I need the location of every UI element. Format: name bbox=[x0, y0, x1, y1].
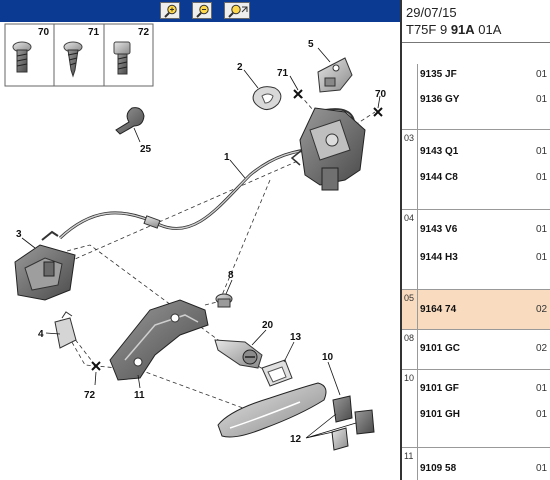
part-group[interactable]: 10 9101 GF 01 9101 GH 01 bbox=[402, 370, 550, 448]
callout-label: 3 bbox=[16, 229, 22, 240]
part-group[interactable]: 08 9101 GC 02 bbox=[402, 330, 550, 370]
zoom-toolbar bbox=[0, 0, 400, 22]
part-qty: 01 bbox=[536, 463, 548, 474]
part-qty: 01 bbox=[536, 172, 548, 183]
callout-label: 72 bbox=[138, 27, 150, 38]
panel-divider bbox=[400, 0, 402, 480]
zoom-in-button[interactable] bbox=[160, 2, 180, 19]
bracket-4-icon[interactable] bbox=[54, 311, 77, 349]
callout-label: 11 bbox=[134, 390, 145, 401]
callout-label: 70 bbox=[375, 89, 387, 100]
ref-suffix: 01A bbox=[478, 22, 502, 37]
callout-label: 20 bbox=[262, 320, 274, 331]
inner-handle-3-icon[interactable] bbox=[14, 230, 76, 301]
zoom-fit-button[interactable] bbox=[224, 2, 250, 19]
screw-71-icon[interactable] bbox=[63, 41, 83, 78]
group-number: 03 bbox=[404, 133, 415, 143]
group-number: 05 bbox=[404, 293, 415, 303]
gasket-13-icon[interactable] bbox=[261, 359, 293, 387]
zoom-out-icon bbox=[196, 4, 209, 18]
screw-72-icon[interactable] bbox=[113, 41, 131, 75]
callout-label: 5 bbox=[308, 39, 314, 50]
callout-label: 8 bbox=[228, 270, 234, 281]
part-qty: 01 bbox=[536, 252, 548, 263]
part-ref[interactable]: 9101 GF bbox=[420, 383, 459, 394]
catalog-date: 29/07/15 bbox=[406, 5, 457, 20]
part-qty: 01 bbox=[536, 383, 548, 394]
part-qty: 01 bbox=[536, 69, 548, 80]
part-qty: 01 bbox=[536, 409, 548, 420]
callout-label: 1 bbox=[224, 152, 230, 163]
part-group-selected[interactable]: 05 9164 74 02 bbox=[402, 290, 550, 330]
parts-diagram[interactable]: 70 71 72 5 2 71 70 25 1 3 8 4 20 13 10 7… bbox=[0, 0, 400, 480]
group-number: 04 bbox=[404, 213, 415, 223]
part-ref[interactable]: 9101 GH bbox=[420, 409, 461, 420]
group-number: 10 bbox=[404, 373, 415, 383]
part-ref[interactable]: 9135 JF bbox=[420, 69, 457, 80]
group-number: 08 bbox=[404, 333, 415, 343]
group-number: 11 bbox=[404, 451, 414, 461]
part-qty: 01 bbox=[536, 224, 548, 235]
part-group[interactable]: 03 9143 Q1 01 9144 C8 01 bbox=[402, 130, 550, 210]
grommet-8-icon[interactable] bbox=[215, 293, 233, 308]
bracket-5-icon[interactable] bbox=[317, 57, 353, 93]
part-group[interactable]: 11 9109 58 01 bbox=[402, 448, 550, 480]
header-divider bbox=[402, 42, 550, 43]
lock-cylinder-20-icon[interactable] bbox=[214, 339, 263, 369]
part-ref[interactable]: 9143 Q1 bbox=[420, 146, 459, 157]
door-lock-mechanism[interactable] bbox=[290, 107, 366, 191]
part-qty: 02 bbox=[536, 343, 548, 354]
part-ref[interactable]: 9109 58 bbox=[420, 463, 457, 474]
callout-label: 13 bbox=[290, 332, 302, 343]
screw-box-group bbox=[4, 23, 154, 87]
callout-label: 2 bbox=[237, 62, 243, 73]
exploded-view: 70 71 72 5 2 71 70 25 1 3 8 4 20 13 10 7… bbox=[4, 23, 387, 451]
callout-label: 25 bbox=[140, 144, 152, 155]
cable-1[interactable] bbox=[58, 108, 356, 240]
part-ref[interactable]: 9143 V6 bbox=[420, 224, 458, 235]
zoom-in-icon bbox=[164, 4, 177, 18]
callout-label: 71 bbox=[88, 27, 100, 38]
screw-70-icon[interactable] bbox=[12, 41, 32, 73]
callout-leaders bbox=[21, 47, 381, 439]
part-ref[interactable]: 9136 GY bbox=[420, 94, 460, 105]
parts-list-panel: 29/07/15 T75F 9 91A 01A 9135 JF 01 9136 … bbox=[402, 0, 550, 480]
callout-label: 72 bbox=[84, 390, 96, 401]
part-group[interactable]: 04 9143 V6 01 9144 H3 01 bbox=[402, 210, 550, 290]
fixing-markers bbox=[91, 89, 383, 371]
zoom-out-button[interactable] bbox=[192, 2, 212, 19]
ref-prefix: T75F 9 bbox=[406, 22, 448, 37]
outer-handle-10-icon[interactable] bbox=[217, 382, 327, 438]
handle-bracket-11-icon[interactable] bbox=[109, 299, 209, 381]
caps-12-icon[interactable] bbox=[331, 395, 375, 451]
part-ref[interactable]: 9164 74 bbox=[420, 304, 457, 315]
part-group[interactable]: 9135 JF 01 9136 GY 01 bbox=[402, 64, 550, 130]
part-ref[interactable]: 9101 GC bbox=[420, 343, 461, 354]
part-qty: 02 bbox=[536, 304, 548, 315]
part-qty: 01 bbox=[536, 94, 548, 105]
callout-label: 10 bbox=[322, 352, 334, 363]
callout-label: 71 bbox=[277, 68, 289, 79]
callout-labels: 70 71 72 5 2 71 70 25 1 3 8 4 20 13 10 7… bbox=[16, 27, 387, 445]
callout-label: 70 bbox=[38, 27, 50, 38]
ref-bold: 91A bbox=[450, 22, 475, 37]
clip-2-icon[interactable] bbox=[252, 86, 282, 110]
callout-label: 12 bbox=[290, 434, 302, 445]
part-qty: 01 bbox=[536, 146, 548, 157]
part-ref[interactable]: 9144 H3 bbox=[420, 252, 458, 263]
zoom-fit-icon bbox=[228, 4, 248, 18]
callout-label: 4 bbox=[38, 329, 44, 340]
part-ref[interactable]: 9144 C8 bbox=[420, 172, 458, 183]
key-25-icon[interactable] bbox=[115, 107, 145, 135]
catalog-reference: T75F 9 91A 01A bbox=[406, 22, 501, 37]
